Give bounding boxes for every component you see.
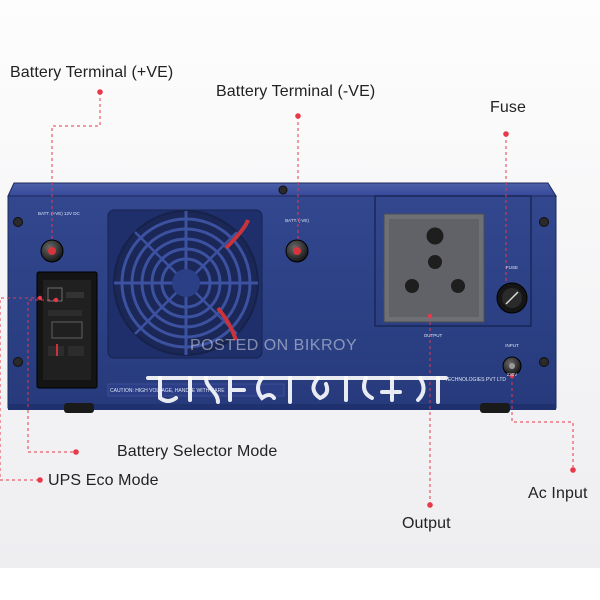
screw	[539, 217, 549, 227]
callout-dot	[570, 467, 576, 473]
caution-strip	[107, 383, 285, 397]
callout-lines	[0, 92, 574, 505]
callout-dot	[295, 113, 301, 119]
callout-dot	[427, 313, 433, 319]
panel-label-fuse: FUSE	[505, 265, 518, 270]
screw	[13, 217, 23, 227]
cooling-fan	[107, 209, 263, 359]
panel-label-batt-neg: BATT. (-VE)	[285, 218, 309, 223]
callout-dot	[53, 297, 59, 303]
foot-right	[480, 403, 510, 413]
ac-input-knob	[502, 356, 522, 376]
screw	[278, 185, 288, 195]
battery-terminal-pos-knob	[40, 239, 64, 263]
panel-maker-text: TECHNOLOGIES PVT LTD	[444, 377, 506, 383]
callout-label-battery-terminal-pos: Battery Terminal (+VE)	[10, 64, 174, 81]
panel-label-voltage: 230V	[506, 372, 518, 377]
callout-label-ac-input: Ac Input	[528, 485, 588, 502]
callout-label-ups-eco-mode: UPS Eco Mode	[48, 472, 159, 489]
panel-label-output: OUTPUT	[423, 333, 443, 338]
callout-dot	[97, 89, 103, 95]
callout-line-selector	[27, 299, 76, 453]
inverter-bottom-lip	[8, 404, 556, 410]
panel-caution-text: CAUTION: HIGH VOLTAGE, HANDLE WITH CARE	[110, 388, 225, 394]
callout-line-eco	[0, 297, 40, 481]
watermark-text: POSTED ON BIKROY	[190, 337, 358, 354]
callout-dot	[503, 131, 509, 137]
callout-label-battery-selector-mode: Battery Selector Mode	[117, 443, 278, 460]
watermark-bengali-mark	[146, 376, 448, 404]
panel-label-input: INPUT	[505, 343, 519, 348]
fuse-holder	[496, 282, 528, 314]
screw	[13, 357, 23, 367]
callout-label-fuse: Fuse	[490, 99, 526, 116]
callout-dot	[37, 295, 43, 301]
screw	[539, 357, 549, 367]
battery-terminal-neg-knob	[285, 239, 309, 263]
callout-dot	[73, 449, 79, 455]
output-socket	[374, 195, 532, 327]
callout-label-output: Output	[402, 515, 451, 532]
callout-dots	[37, 89, 576, 508]
panel-label-batt-pos: BATT. (+VE) 12V DC	[38, 211, 80, 216]
callout-dot	[427, 502, 433, 508]
foot-left	[64, 403, 94, 413]
callout-dot	[37, 477, 43, 483]
battery-selector-display	[36, 271, 98, 389]
callout-line-battery-pos	[51, 92, 101, 240]
callout-dot	[509, 373, 515, 379]
callout-label-battery-terminal-neg: Battery Terminal (-VE)	[216, 83, 376, 100]
